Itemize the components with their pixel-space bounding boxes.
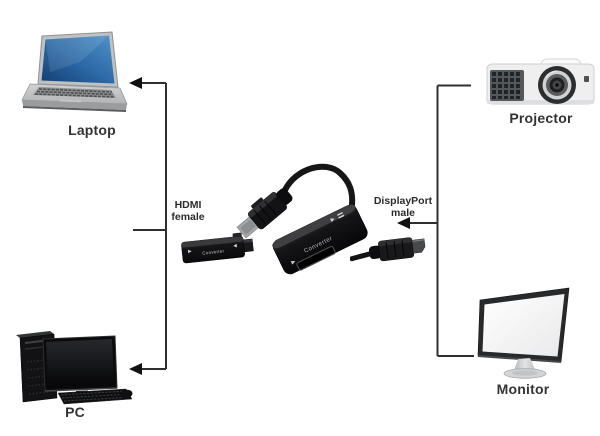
projector-ir-window — [584, 76, 589, 82]
projector-image — [486, 58, 595, 105]
arrow-to-pc-icon — [129, 363, 142, 375]
projector-vent-grid — [490, 70, 524, 101]
converter-brand-text: Converter — [202, 248, 225, 255]
dp-plug-tip — [411, 238, 426, 254]
adapter-body: Converter — [272, 204, 368, 275]
port-marking — [233, 243, 237, 248]
hdmi-female-label-line2: female — [171, 210, 205, 223]
hdmi-female-converter-image: Converter — [181, 232, 254, 264]
port-marking — [187, 249, 192, 254]
port-marking — [330, 211, 345, 223]
hdmi-female-label: HDMI female — [171, 199, 205, 223]
projector-label: Projector — [509, 110, 573, 126]
pc-image — [16, 331, 133, 405]
pc-monitor — [42, 335, 118, 400]
pc-label: PC — [65, 404, 85, 420]
pc-monitor-screen — [46, 339, 114, 388]
right-bracket-line — [409, 84, 474, 357]
pc-keyboard — [57, 388, 133, 405]
hdmi-port-opening — [296, 245, 336, 271]
displayport-male-label: DisplayPort male — [373, 195, 433, 219]
projector-lens-icon — [538, 66, 576, 104]
monitor-screen — [482, 294, 565, 357]
displayport-male-label-line2: male — [391, 206, 415, 219]
port-marking — [290, 261, 296, 265]
pc-mouse — [119, 389, 133, 399]
displayport-male-connector-image — [350, 237, 426, 262]
left-bracket-line — [133, 82, 167, 370]
dp-hdmi-adapter-image: Converter — [236, 163, 368, 275]
arrow-to-laptop-icon — [129, 77, 142, 89]
laptop-screen — [41, 35, 115, 84]
monitor-image — [477, 287, 570, 379]
dp-plug — [236, 188, 293, 239]
laptop-lid — [37, 31, 119, 88]
monitor-label: Monitor — [496, 381, 550, 397]
laptop-label: Laptop — [68, 122, 116, 138]
displayport-male-label-line1: DisplayPort — [373, 195, 433, 207]
hdmi-female-label-line1: HDMI — [174, 199, 202, 211]
laptop-image — [21, 31, 128, 112]
adapter-cable — [282, 163, 356, 208]
laptop-base — [21, 83, 128, 112]
arrow-to-displayport-icon — [397, 217, 410, 229]
